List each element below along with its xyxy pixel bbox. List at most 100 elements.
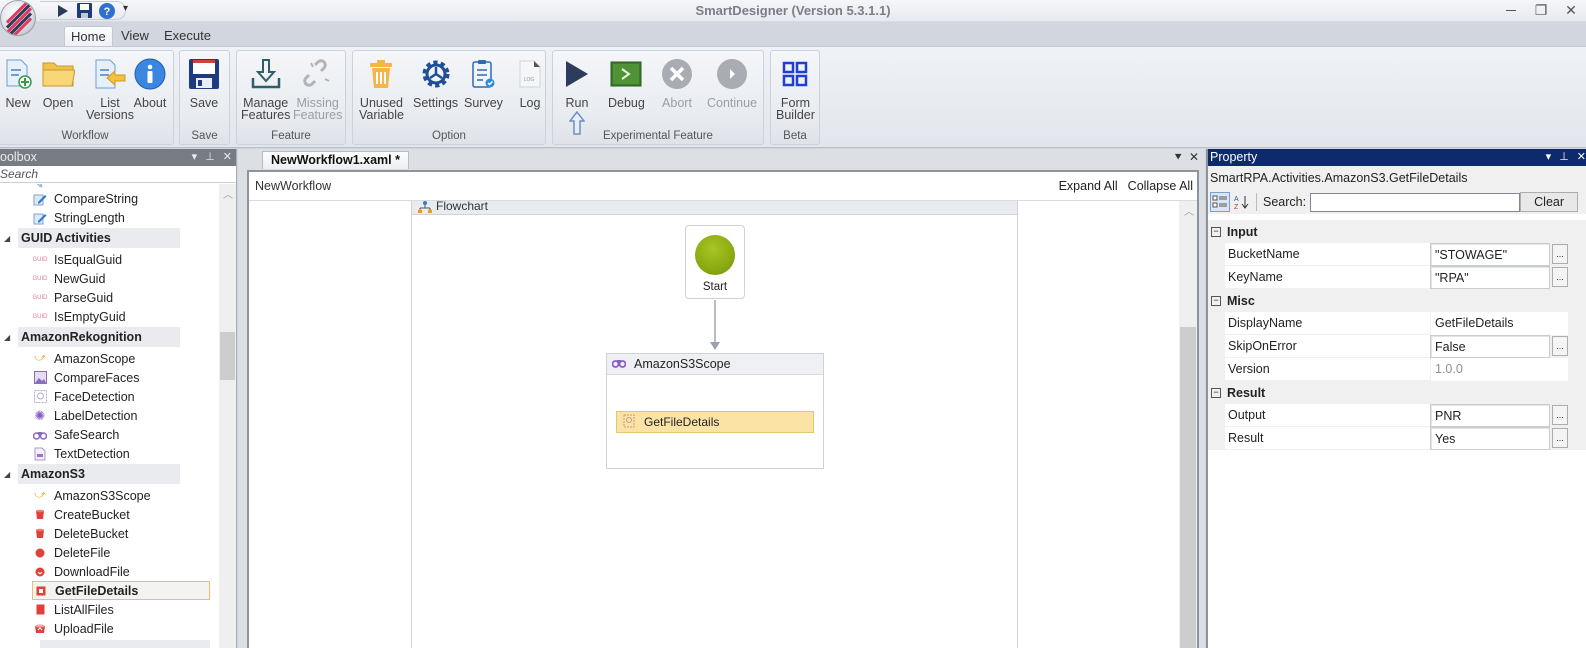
bucketname-value-field[interactable]: "STOWAGE" [1430,243,1550,266]
start-node[interactable]: Start [685,225,745,299]
toolbox-item-createbucket[interactable]: CreateBucket [32,505,210,524]
toolbox-item-stringlength[interactable]: StringLength [32,208,210,227]
expression-editor-button[interactable]: ... [1552,267,1568,287]
canvas-scrollbar[interactable]: ︿ [1179,201,1197,648]
keyname-value-field[interactable]: "RPA" [1430,266,1550,289]
collapse-icon[interactable]: − [1211,226,1221,237]
toolbox-search-input[interactable]: Search [0,166,236,183]
tab-view[interactable]: View [121,28,149,43]
form-builder-button[interactable]: Form Builder [776,57,815,121]
scroll-up-icon[interactable]: ︿ [1184,207,1194,218]
toolbox-item-parseguid[interactable]: GUID ParseGuid [32,290,114,305]
application-menu-button[interactable] [0,0,36,36]
run-button[interactable]: Run [560,57,594,135]
pin-icon[interactable]: ⊥ [205,151,215,163]
toolbox-close-icon[interactable]: ✕ [222,151,232,163]
expression-editor-button[interactable]: ... [1552,405,1568,425]
save-button[interactable]: Save [187,57,221,109]
collapse-all-link[interactable]: Collapse All [1127,179,1193,193]
list-versions-button[interactable]: List Versions [86,57,134,121]
toolbox-item-downloadfile[interactable]: DownloadFile [32,562,210,581]
tab-execute[interactable]: Execute [164,28,211,43]
log-button[interactable]: LOG Log [513,57,547,109]
property-close-icon[interactable]: ✕ [1576,151,1586,163]
collapse-icon[interactable]: − [1211,295,1221,306]
debug-button[interactable]: Debug [608,57,645,109]
toolbox-item-safesearch[interactable]: SafeSearch [32,425,210,444]
toolbox-item-amazons3scope[interactable]: ⤻ AmazonS3Scope [32,486,210,505]
unused-variable-button[interactable]: Unused Variable [359,57,404,121]
document-list-dropdown-icon[interactable]: ⯆ [1173,150,1183,164]
toolbox-item-deletefile[interactable]: DeleteFile [32,543,210,562]
new-button[interactable]: New [1,57,35,109]
toolbox-item-amazonscope[interactable]: ⤻ AmazonScope [32,349,210,368]
toolbox-item-uploadfile[interactable]: UploadFile [32,619,210,638]
expression-editor-button[interactable]: ... [1552,336,1568,356]
toolbox-item-listallfiles[interactable]: ListAllFiles [32,600,210,619]
continue-button[interactable]: Continue [707,57,757,109]
toolbox-category-guid[interactable]: ◢ GUID Activities [0,228,180,248]
scope-title: AmazonS3Scope [634,357,731,371]
categorized-view-button[interactable] [1210,192,1230,212]
canvas-scroll-thumb[interactable] [1180,327,1196,648]
property-dropdown-icon[interactable]: ▾ [1545,151,1552,163]
toolbox-item-isemptyguid[interactable]: GUID IsEmptyGuid [32,309,126,324]
toolbox-item-labeldetection[interactable]: ✺ LabelDetection [32,406,210,425]
pin-icon[interactable]: ⊥ [1559,151,1569,163]
qat-customize-dropdown[interactable]: ▾ [123,3,129,14]
ribbon-tab-strip: Home View Execute [0,22,1586,46]
toolbox-item-getfiledetails[interactable]: GetFileDetails [32,581,210,600]
missing-features-button[interactable]: Missing Features [293,57,342,121]
toolbox-item-isequalguid[interactable]: GUID IsEqualGuid [32,252,123,267]
settings-button[interactable]: Settings [413,57,458,109]
toolbox-dropdown-icon[interactable]: ▾ [191,151,198,163]
collapse-icon[interactable]: − [1211,387,1221,398]
expression-editor-button[interactable]: ... [1552,428,1568,448]
designer-canvas[interactable]: Flowchart Start AmazonS3Scope GetFileDet… [249,201,1179,648]
toolbox-item-comparefaces[interactable]: CompareFaces [32,368,210,387]
property-name: Output [1225,404,1430,427]
scroll-up-icon[interactable]: ︿ [223,190,233,201]
skiponerror-value-field[interactable]: False [1430,335,1550,358]
property-category-misc[interactable]: − Misc [1208,289,1586,312]
qat-save-button[interactable] [76,2,93,19]
manage-features-button[interactable]: Manage Features [241,57,290,121]
breadcrumb[interactable]: NewWorkflow [255,179,332,193]
qat-run-button[interactable] [54,2,71,19]
clear-button[interactable]: Clear [1520,192,1579,212]
close-button[interactable]: ✕ [1556,0,1586,20]
restore-button[interactable]: ❐ [1526,0,1556,20]
output-value-field[interactable]: PNR [1430,404,1550,427]
amazons3scope-activity[interactable]: AmazonS3Scope GetFileDetails [606,353,824,469]
getfiledetails-activity[interactable]: GetFileDetails [616,411,814,433]
result-value-field[interactable]: Yes [1430,427,1550,450]
survey-button[interactable]: Survey [464,57,503,109]
toolbox-item-comparestring[interactable]: CompareString [32,189,210,208]
tab-home[interactable]: Home [64,26,113,46]
toolbox-scroll-thumb[interactable] [220,332,235,380]
about-button[interactable]: About [133,57,167,109]
minimize-button[interactable]: — [1496,0,1526,20]
flowchart-container[interactable]: Flowchart Start AmazonS3Scope GetFileDet… [411,201,1018,648]
expression-editor-button[interactable]: ... [1552,244,1568,264]
property-search-input[interactable] [1310,192,1521,212]
flow-connector[interactable] [714,300,716,344]
property-category-input[interactable]: − Input [1208,220,1586,243]
displayname-value-field[interactable]: GetFileDetails [1430,312,1568,335]
open-button[interactable]: Open [41,57,75,109]
toolbox-category-amazons3[interactable]: ◢ AmazonS3 [0,464,180,484]
toolbox-item-textdetection[interactable]: TextDetection [32,444,210,463]
qat-help-button[interactable]: ? [98,2,115,19]
document-close-icon[interactable]: ✕ [1188,150,1199,164]
toolbox-item-newguid[interactable]: GUID NewGuid [32,271,106,286]
toolbox-item-partial[interactable]: ✎ [32,184,210,195]
expand-all-link[interactable]: Expand All [1058,179,1118,193]
document-tab[interactable]: NewWorkflow1.xaml * [262,151,409,169]
toolbox-item-deletebucket[interactable]: DeleteBucket [32,524,210,543]
abort-button[interactable]: Abort [660,57,694,109]
toolbox-category-amazonrekognition[interactable]: ◢ AmazonRekognition [0,327,180,347]
toolbox-scrollbar[interactable]: ︿ [219,184,236,648]
property-category-result[interactable]: − Result [1208,381,1586,404]
toolbox-item-facedetection[interactable]: FaceDetection [32,387,210,406]
